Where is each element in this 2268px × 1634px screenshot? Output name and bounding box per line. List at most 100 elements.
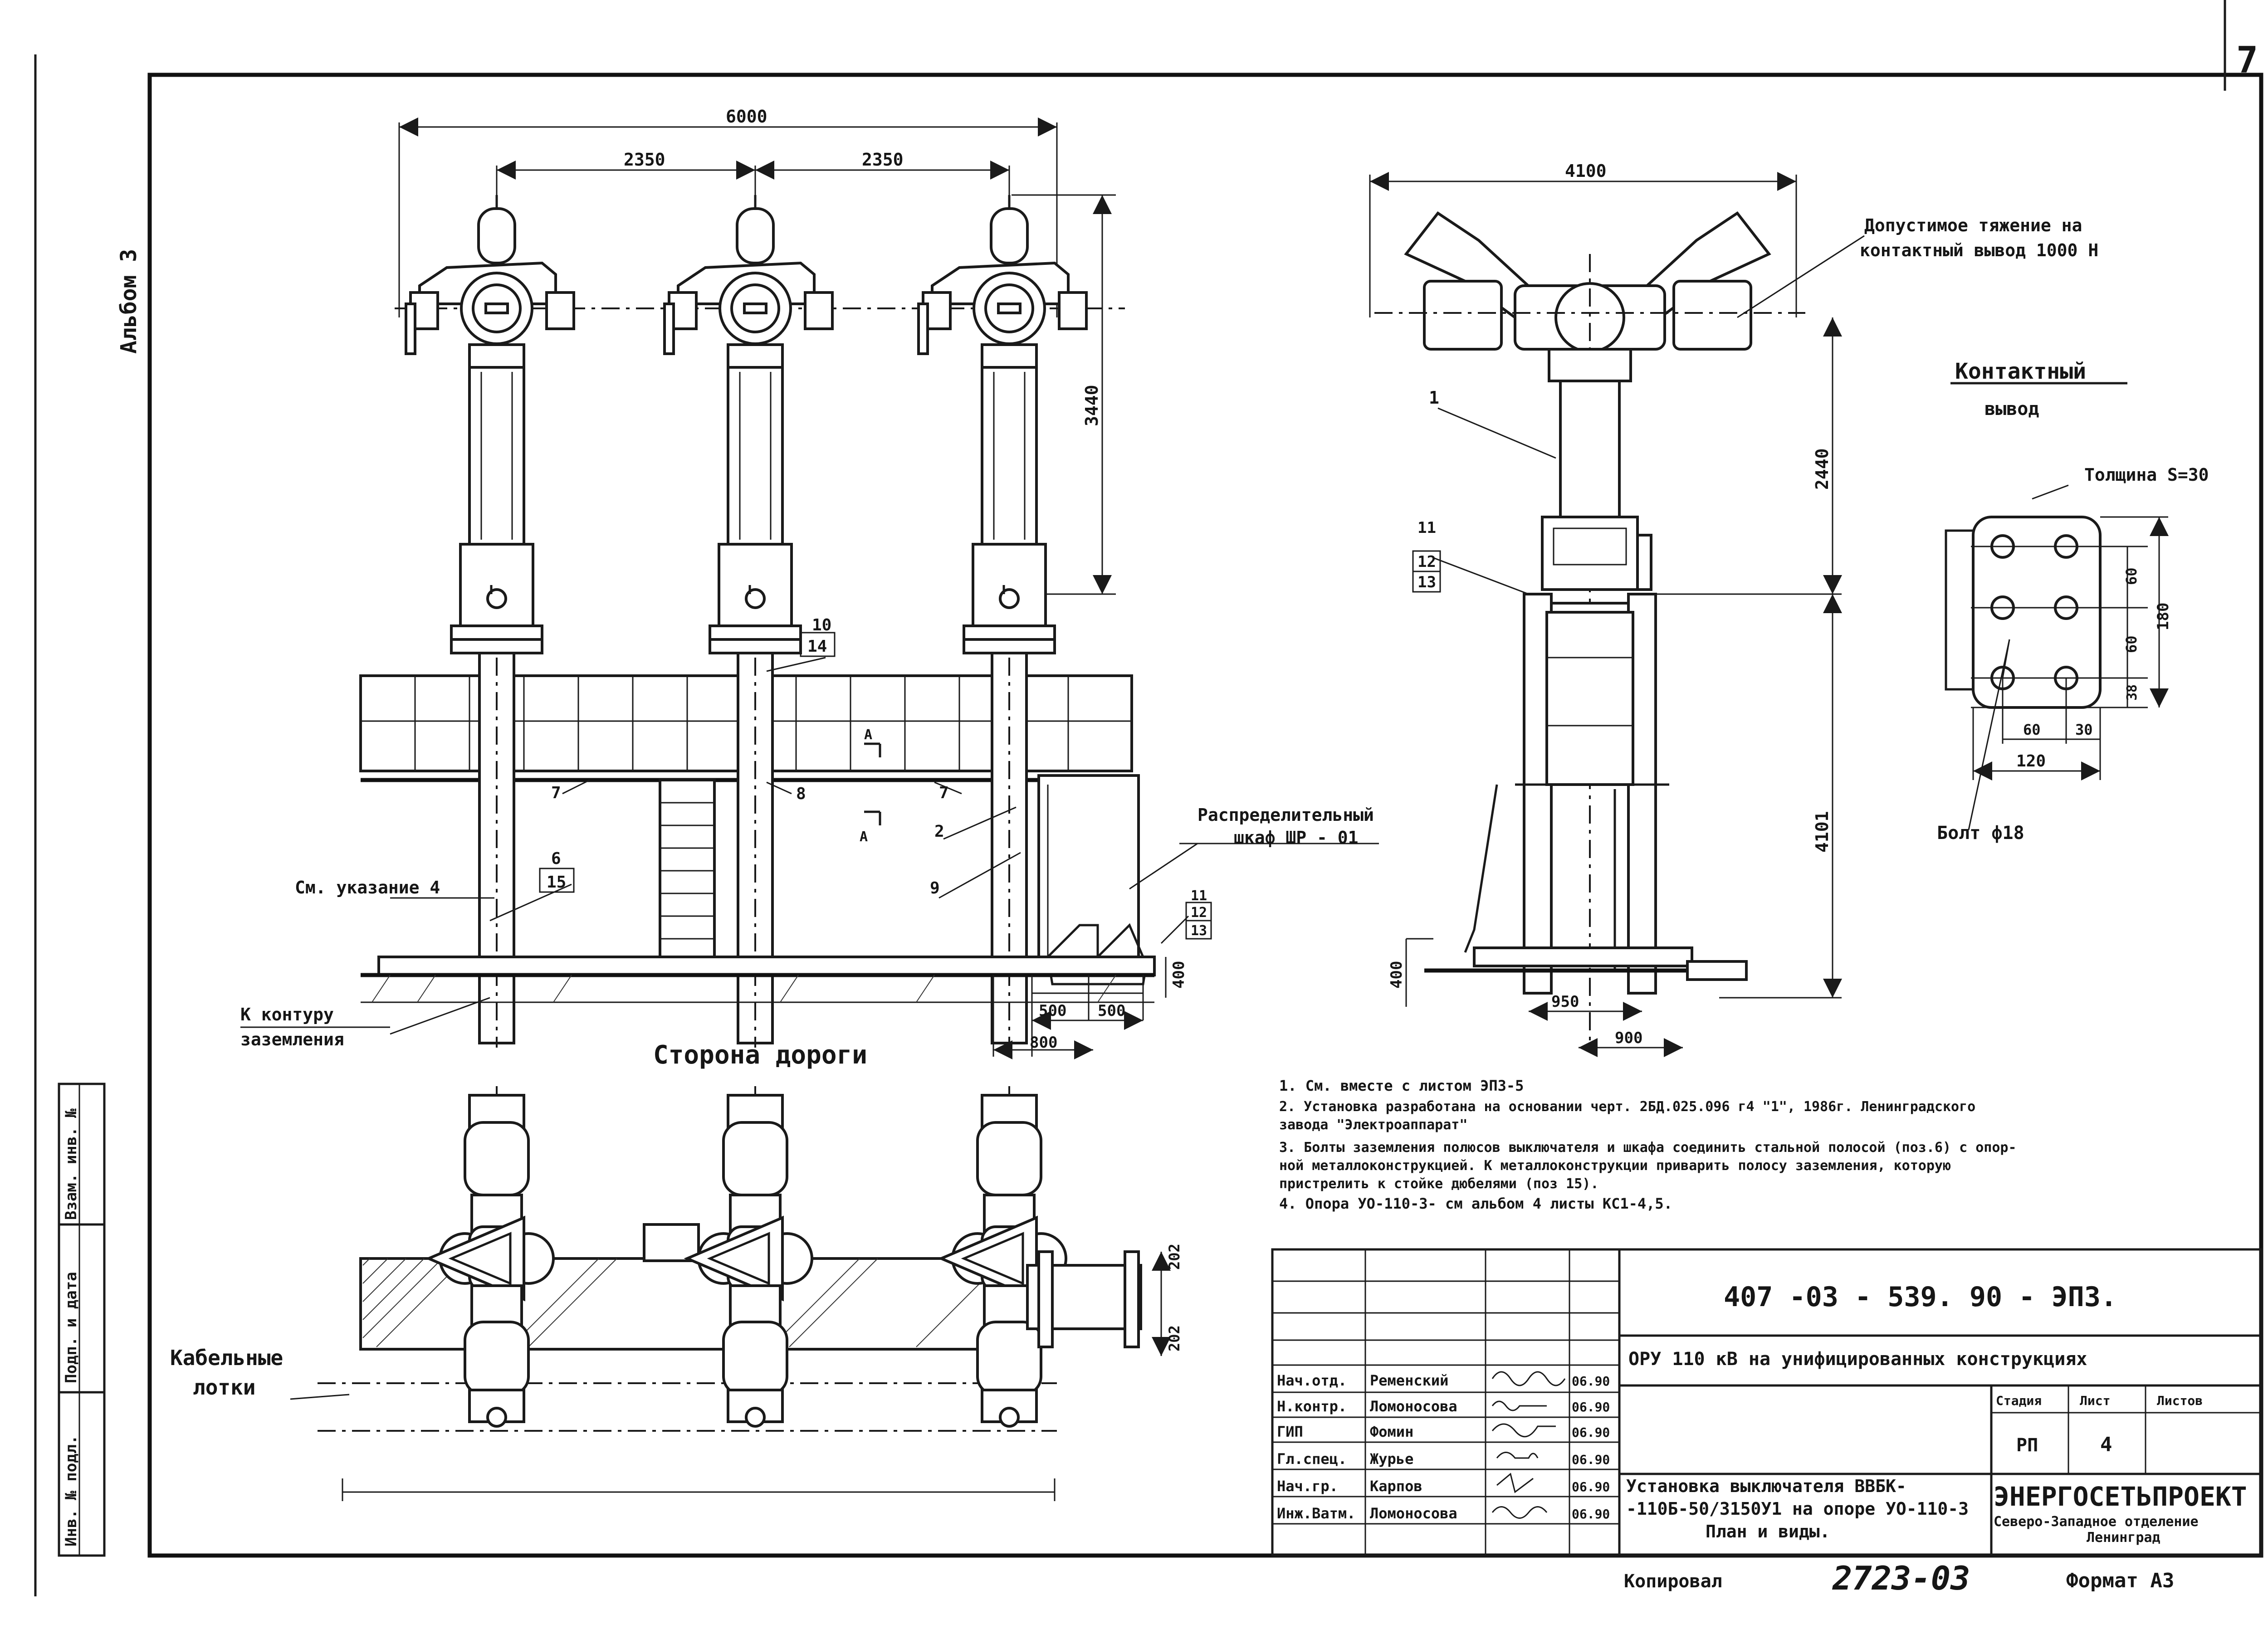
signatory-role: Гл.спец. (1277, 1450, 1347, 1468)
note-line: 1. См. вместе с листом ЭП3-5 (1279, 1077, 1524, 1094)
trays-label-1: Кабельные (170, 1346, 283, 1370)
dim-spacing-left: 2350 (624, 150, 665, 170)
signatory-name: Ломоносова (1370, 1398, 1457, 1415)
signatory-name: Ременский (1370, 1372, 1448, 1389)
callout-11-front: 11 (1191, 888, 1207, 904)
sheet-title-2: -110Б-50/3150У1 на опоре УО-110-3 (1626, 1499, 1969, 1519)
format-label: Формат А3 (2066, 1569, 2174, 1592)
side-dim-950: 950 (1551, 993, 1579, 1011)
signatory-name: Ломоносова (1370, 1505, 1457, 1522)
side-stamp (58, 1083, 106, 1557)
callout-12-front: 12 (1191, 905, 1207, 921)
plan-title: Сторона дороги (653, 1040, 867, 1070)
section-mark-bottom: А (860, 829, 868, 845)
sheet-frame (34, 0, 2263, 1596)
signatory-name: Фомин (1370, 1423, 1413, 1440)
detail-dim-60a: 60 (2123, 567, 2140, 585)
dim-height-upper: 3440 (1082, 385, 1102, 426)
album-label: Альбом 3 (116, 249, 142, 354)
side-callout-11: 11 (1418, 519, 1436, 537)
handwritten-number: 2723-03 (1832, 1559, 1970, 1597)
callout-10: 10 (812, 616, 831, 634)
signatory-role: Нач.отд. (1277, 1372, 1347, 1389)
side-dim-400: 400 (1388, 961, 1406, 989)
terminal-detail (1945, 382, 2169, 830)
dim-202-a: 202 (1166, 1244, 1183, 1270)
callout-2: 2 (934, 822, 944, 841)
signatory-role: Нач.гр. (1277, 1478, 1338, 1495)
signatory-date: 06.90 (1572, 1400, 1610, 1415)
signatory-role: Инж.Ватм. (1277, 1505, 1355, 1522)
copied-label: Копировал (1624, 1571, 1722, 1592)
cabinet-label-1: Распределительный (1198, 805, 1374, 825)
note-line: 4. Опора УО-110-3- см альбом 4 листы КС1… (1279, 1195, 1672, 1212)
signatory-name: Журье (1370, 1450, 1413, 1468)
callout-14: 14 (807, 637, 827, 656)
callout-7a: 7 (551, 784, 561, 802)
callout-13-front: 13 (1191, 923, 1207, 939)
signatory-name: Карпов (1370, 1478, 1422, 1495)
dim-overall-width: 6000 (726, 107, 767, 127)
org-line-2: Северо-Западное отделение (1994, 1514, 2199, 1530)
signatory-date: 06.90 (1572, 1452, 1610, 1467)
dim-400: 400 (1170, 961, 1188, 989)
note-line: пристрелить к стойке дюбелями (поз 15). (1279, 1176, 1598, 1192)
detail-dim-180: 180 (2154, 603, 2172, 630)
side-dim-900: 900 (1615, 1029, 1642, 1047)
title-block (1271, 1248, 2263, 1557)
callout-7b: 7 (939, 784, 949, 802)
plan-view (290, 1086, 1171, 1501)
trays-label-2: лотки (193, 1375, 255, 1400)
sheets-header: Листов (2157, 1393, 2203, 1408)
signatory-list: Нач.отд. Ременский 06.90 Н.контр. Ломоно… (1277, 1372, 1610, 1522)
front-view (240, 117, 1379, 1059)
dim-800: 800 (1030, 1034, 1057, 1052)
stamp-inv-orig: Инв. № подл. (62, 1435, 80, 1546)
callout-9: 9 (930, 879, 940, 897)
project-title: ОРУ 110 кВ на унифицированных конструкци… (1628, 1349, 2087, 1370)
detail-dim-120: 120 (2016, 752, 2046, 771)
side-view (1369, 172, 1865, 1057)
stamp-inv-replace: Взам. инв. № (62, 1108, 80, 1220)
stage-value: РП (2016, 1435, 2038, 1456)
sheet-title-1: Установка выключателя ВВБК- (1626, 1476, 1906, 1496)
dim-spacing-right: 2350 (862, 150, 904, 170)
section-mark-top: А (864, 727, 872, 743)
load-note-1: Допустимое тяжение на (1864, 215, 2082, 235)
sheet-header: Лист (2080, 1393, 2110, 1408)
page-number: 7 (2236, 39, 2258, 81)
note-line: 3. Болты заземления полюсов выключателя … (1279, 1140, 2017, 1156)
grounding-label-1: К контуру (240, 1005, 334, 1024)
callout-6: 6 (551, 849, 561, 868)
side-callout-12: 12 (1418, 553, 1436, 571)
detail-thickness: Толщина S=30 (2084, 465, 2209, 485)
signatory-date: 06.90 (1572, 1374, 1610, 1389)
side-dim-width: 4100 (1565, 161, 1607, 181)
dim-500-b: 500 (1098, 1002, 1125, 1020)
note-line: ной металлоконструкцией. К металлоконстр… (1279, 1158, 1951, 1174)
detail-bolt: Болт ф18 (1937, 823, 2024, 844)
detail-title-1: Контактный (1955, 359, 2086, 384)
signatory-date: 06.90 (1572, 1425, 1610, 1440)
sheet-value: 4 (2100, 1433, 2112, 1456)
side-callout-1: 1 (1429, 388, 1439, 408)
dim-500-a: 500 (1039, 1002, 1066, 1020)
detail-dim-38: 38 (2124, 684, 2140, 701)
dim-202-b: 202 (1166, 1325, 1183, 1351)
doc-code: 407 -03 - 539. 90 - ЭП3. (1724, 1281, 2117, 1313)
grounding-label-2: заземления (240, 1029, 344, 1049)
note-line: 2. Установка разработана на основании че… (1279, 1099, 1975, 1115)
side-dim-height-upper: 2440 (1812, 448, 1832, 490)
sheet-title-3: План и виды. (1706, 1522, 1830, 1541)
notes-block: 1. См. вместе с листом ЭП3-5 2. Установк… (1279, 1077, 2017, 1212)
org-name: ЭНЕРГОСЕТЬПРОЕКТ (1994, 1481, 2247, 1512)
org-line-3: Ленинград (2087, 1530, 2160, 1546)
callout-15: 15 (547, 873, 566, 892)
side-dim-height-lower: 4101 (1812, 811, 1832, 853)
detail-dim-60c: 60 (2023, 721, 2041, 738)
callout-8: 8 (796, 785, 806, 803)
note-ref-label: См. указание 4 (295, 878, 440, 897)
cabinet-label-2: шкаф ШР - 01 (1234, 828, 1359, 848)
side-callout-13: 13 (1418, 573, 1436, 591)
